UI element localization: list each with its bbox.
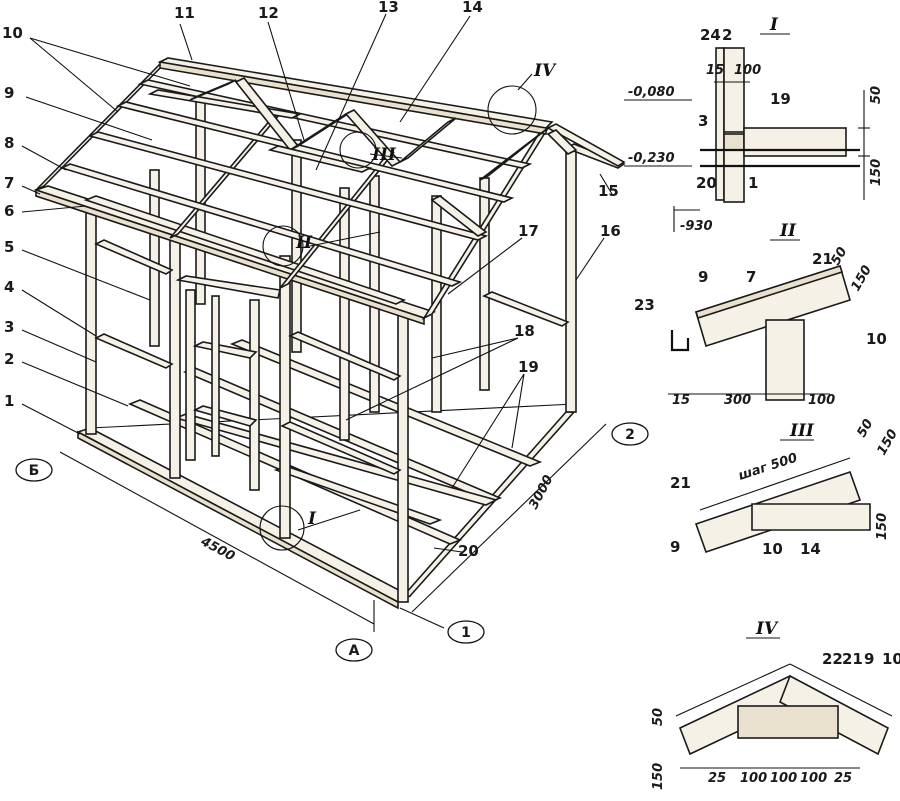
detail-III-dim-50: 50	[854, 417, 876, 440]
detail-IV: IV 22 21 9 10 50 150 25 100 100 100 25	[651, 619, 900, 790]
detail-I-label-3: 3	[698, 112, 708, 130]
svg-text:Б: Б	[29, 463, 40, 479]
axis-marker-a: А	[335, 638, 373, 662]
detail-I-title: I	[769, 15, 779, 35]
callout-13: 13	[378, 0, 399, 16]
callout-10: 10	[2, 24, 23, 42]
callout-7: 7	[4, 174, 14, 192]
detail-III-dim-150b: 150	[875, 513, 890, 540]
callout-1: 1	[4, 392, 14, 410]
callout-16: 16	[600, 222, 621, 240]
detail-IV-dim-25a: 25	[708, 771, 726, 786]
detail-IV-label-22: 22	[822, 650, 843, 668]
mark-III-main: III	[371, 145, 397, 165]
axis-marker-b: Б	[15, 458, 53, 482]
axis-marker-1: 1	[447, 620, 485, 644]
detail-II-label-10: 10	[866, 330, 887, 348]
detail-IV-dim-150: 150	[651, 763, 666, 790]
frame-isometric	[33, 57, 626, 610]
svg-text:А: А	[349, 643, 360, 659]
callout-5: 5	[4, 238, 14, 256]
axis-marker-2: 2	[611, 422, 649, 446]
base-frame	[75, 339, 576, 610]
roof-battens	[59, 79, 533, 287]
callout-3: 3	[4, 318, 14, 336]
detail-II-dim-150: 150	[848, 263, 875, 294]
detail-II-marker	[262, 225, 304, 267]
callout-2: 2	[4, 350, 14, 368]
svg-text:2: 2	[625, 427, 635, 443]
detail-I-dim-100: 100	[734, 63, 761, 78]
dim-width: 3000	[526, 473, 556, 512]
detail-I-label-19: 19	[770, 90, 791, 108]
detail-III-title: III	[789, 421, 815, 441]
callout-20: 20	[458, 542, 479, 560]
detail-II-label-23: 23	[634, 296, 655, 314]
mark-II-main: II	[295, 233, 313, 253]
detail-IV-dim-100b: 100	[770, 771, 797, 786]
callout-6: 6	[4, 202, 14, 220]
callout-9: 9	[4, 84, 14, 102]
detail-marks-main: II I IV III	[295, 61, 557, 529]
detail-II-label-7: 7	[746, 268, 756, 286]
detail-I-label-1: 1	[748, 174, 758, 192]
mark-I-main: I	[307, 509, 317, 529]
detail-I-level-930: -930	[680, 219, 713, 234]
svg-text:1: 1	[461, 625, 471, 641]
detail-III-label-10: 10	[762, 540, 783, 558]
callout-18: 18	[514, 322, 535, 340]
detail-III-dim-150: 150	[874, 427, 900, 458]
top-plates	[33, 143, 626, 326]
detail-III-marker	[339, 131, 377, 169]
detail-III-label-21: 21	[670, 474, 691, 492]
detail-IV-dim-100c: 100	[800, 771, 827, 786]
callout-17: 17	[518, 222, 539, 240]
detail-I-level-080: -0,080	[628, 85, 675, 100]
detail-I-level-230: -0,230	[628, 151, 675, 166]
detail-IV-title: IV	[755, 619, 779, 639]
detail-IV-label-21: 21	[842, 650, 863, 668]
detail-II-label-21: 21	[812, 250, 833, 268]
axis-markers: Б А 1 2	[15, 422, 649, 662]
callout-12: 12	[258, 4, 279, 22]
gable-end	[430, 127, 578, 237]
wall-rails	[94, 239, 570, 475]
detail-II-dim-15: 15	[672, 393, 690, 408]
detail-III-label-9: 9	[670, 538, 680, 556]
callout-4: 4	[4, 278, 14, 296]
detail-III: III шаг 500 21 9 10 14 50 150 150	[670, 417, 900, 558]
detail-IV-dim-50: 50	[651, 708, 666, 726]
detail-IV-marker	[487, 85, 537, 135]
detail-III-label-14: 14	[800, 540, 821, 558]
detail-I-label-24: 24	[700, 26, 721, 44]
main-dimension-lines	[59, 423, 607, 632]
detail-IV-label-9: 9	[864, 650, 874, 668]
detail-II-title: II	[779, 221, 797, 241]
detail-IV-label-10: 10	[882, 650, 900, 668]
detail-IV-dim-25b: 25	[834, 771, 852, 786]
callout-15: 15	[598, 182, 619, 200]
detail-II: II 9 7 21 10 23 50 150 15 300 100	[634, 221, 887, 408]
detail-II-dim-100: 100	[808, 393, 835, 408]
detail-I-dim-15: 15	[706, 63, 724, 78]
detail-I-label-20: 20	[696, 174, 717, 192]
detail-I-dim-150: 150	[869, 159, 884, 186]
roof-rafters	[35, 57, 626, 320]
detail-I-dim-50: 50	[869, 86, 884, 104]
door-frame	[175, 275, 281, 491]
callout-14: 14	[462, 0, 483, 16]
callout-19: 19	[518, 358, 539, 376]
callout-numbers: 1 2 3 4 5 6 7 8 9 10 11 12 13 14 15 16 1…	[2, 0, 621, 560]
detail-IV-dim-100a: 100	[740, 771, 767, 786]
callout-8: 8	[4, 134, 14, 152]
detail-I-label-2: 2	[722, 26, 732, 44]
detail-I: I 24 2 19 3 20 1 15 100 50 150 -0,080 -0…	[624, 15, 884, 234]
leader-lines	[21, 13, 613, 553]
detail-II-dim-300: 300	[724, 393, 751, 408]
callout-11: 11	[174, 4, 195, 22]
mark-IV-main: IV	[533, 61, 557, 81]
detail-II-label-9: 9	[698, 268, 708, 286]
